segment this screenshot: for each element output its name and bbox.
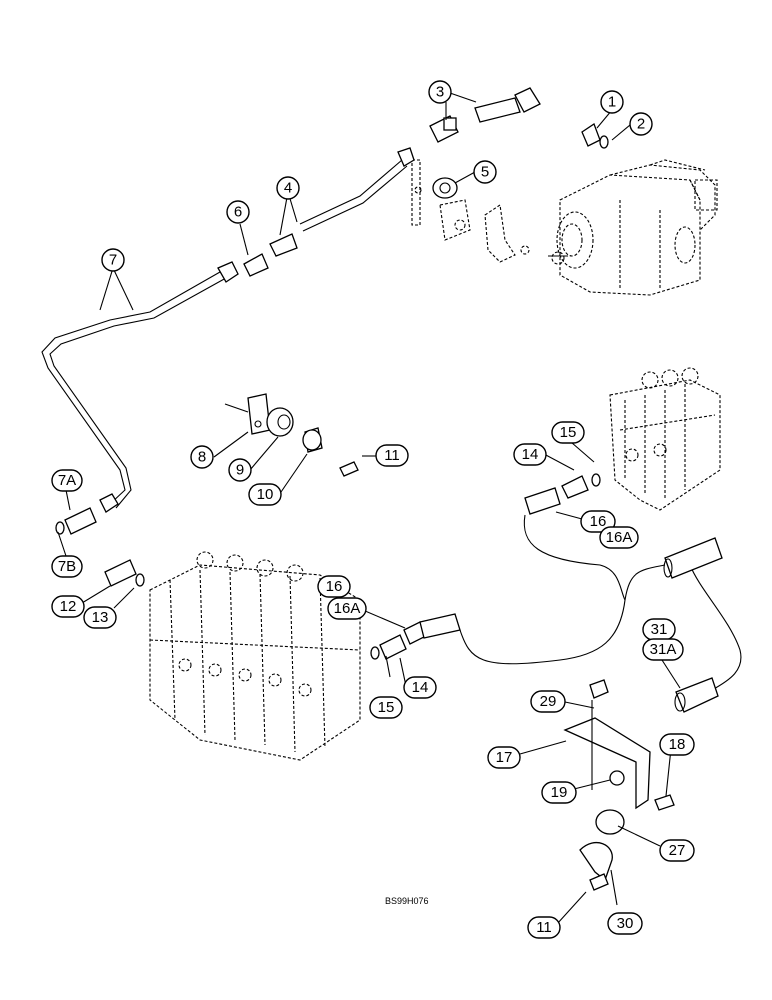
tube-7 [41, 261, 239, 513]
fitting-7a [55, 507, 97, 535]
svg-text:1: 1 [608, 94, 616, 111]
svg-text:6: 6 [234, 204, 242, 221]
callout-8: 8 [190, 445, 214, 469]
leader-lines [57, 92, 681, 925]
valve-lower-left [149, 551, 361, 761]
svg-text:15: 15 [560, 424, 577, 441]
callout-31a: 31A [642, 638, 684, 661]
callout-7a: 7A [51, 469, 83, 492]
svg-text:30: 30 [617, 915, 634, 932]
callout-29: 29 [530, 690, 566, 713]
callout-12: 12 [51, 595, 85, 618]
svg-text:3: 3 [436, 84, 444, 101]
callout-17: 17 [487, 746, 521, 769]
svg-text:10: 10 [257, 486, 274, 503]
elbow-fitting-3 [474, 87, 541, 123]
callout-30: 30 [607, 912, 643, 935]
bracket-17 [563, 679, 675, 891]
svg-text:2: 2 [637, 116, 645, 133]
callout-5: 5 [473, 160, 497, 184]
svg-text:19: 19 [551, 784, 568, 801]
callout-13: 13 [83, 606, 117, 629]
callout-16-right: 16 [580, 510, 616, 533]
clamp-5 [432, 177, 458, 199]
svg-text:31A: 31A [650, 641, 677, 658]
svg-text:16A: 16A [606, 529, 633, 546]
svg-text:9: 9 [236, 462, 244, 479]
hydraulic-pump [548, 159, 718, 296]
svg-text:11: 11 [536, 919, 552, 936]
svg-text:5: 5 [481, 164, 489, 181]
callout-14-right: 14 [513, 443, 547, 466]
fitting-14-left [370, 613, 461, 660]
callout-7b: 7B [51, 555, 83, 578]
callout-16a-right: 16A [599, 526, 639, 549]
svg-text:17: 17 [496, 749, 513, 766]
fitting-12 [104, 559, 145, 587]
svg-text:16: 16 [590, 513, 607, 530]
callout-16a-left: 16A [327, 597, 367, 620]
hose-16 [459, 514, 742, 691]
drawing-code: BS99H076 [385, 896, 429, 906]
svg-text:29: 29 [540, 693, 557, 710]
svg-text:14: 14 [412, 679, 429, 696]
svg-text:18: 18 [669, 736, 686, 753]
callout-11-upper: 11 [375, 444, 409, 467]
callout-3: 3 [428, 80, 452, 104]
callout-18: 18 [659, 733, 695, 756]
svg-text:4: 4 [284, 180, 292, 197]
svg-text:31: 31 [651, 621, 668, 638]
callout-16-left: 16 [317, 575, 351, 598]
callout-7: 7 [101, 248, 125, 272]
svg-text:16: 16 [326, 578, 343, 595]
callout-4: 4 [276, 176, 300, 200]
callout-31: 31 [642, 618, 676, 641]
callout-9: 9 [228, 458, 252, 482]
callout-14-left: 14 [403, 676, 437, 699]
fitting-6 [243, 253, 269, 277]
callout-1: 1 [600, 90, 624, 114]
svg-text:11: 11 [384, 447, 400, 464]
callout-27: 27 [659, 839, 695, 862]
coupler-31-upper [663, 537, 723, 579]
fitting-1 [581, 123, 609, 149]
callout-10: 10 [248, 483, 282, 506]
callout-6: 6 [226, 200, 250, 224]
callout-19: 19 [541, 781, 577, 804]
svg-text:15: 15 [378, 699, 395, 716]
callout-15-left: 15 [369, 696, 403, 719]
tube-4 [299, 147, 415, 232]
svg-text:14: 14 [522, 446, 539, 463]
svg-text:7A: 7A [58, 472, 76, 489]
fitting-14-right [524, 473, 601, 515]
svg-text:7B: 7B [58, 558, 76, 575]
fitting-3-straight [429, 115, 459, 143]
svg-text:16A: 16A [334, 600, 361, 617]
svg-text:13: 13 [92, 609, 109, 626]
svg-text:27: 27 [669, 842, 686, 859]
callout-11-lower: 11 [527, 916, 561, 939]
callout-15-right: 15 [551, 421, 585, 444]
svg-text:7: 7 [109, 252, 117, 269]
fitting-4-nut [269, 233, 298, 257]
callout-2: 2 [629, 112, 653, 136]
clamp-set-8-10 [247, 393, 359, 477]
svg-text:8: 8 [198, 449, 206, 466]
coupler-31-lower [674, 677, 719, 713]
valve-upper-right [609, 367, 721, 511]
svg-text:12: 12 [60, 598, 77, 615]
mounting-bracket [411, 159, 530, 263]
